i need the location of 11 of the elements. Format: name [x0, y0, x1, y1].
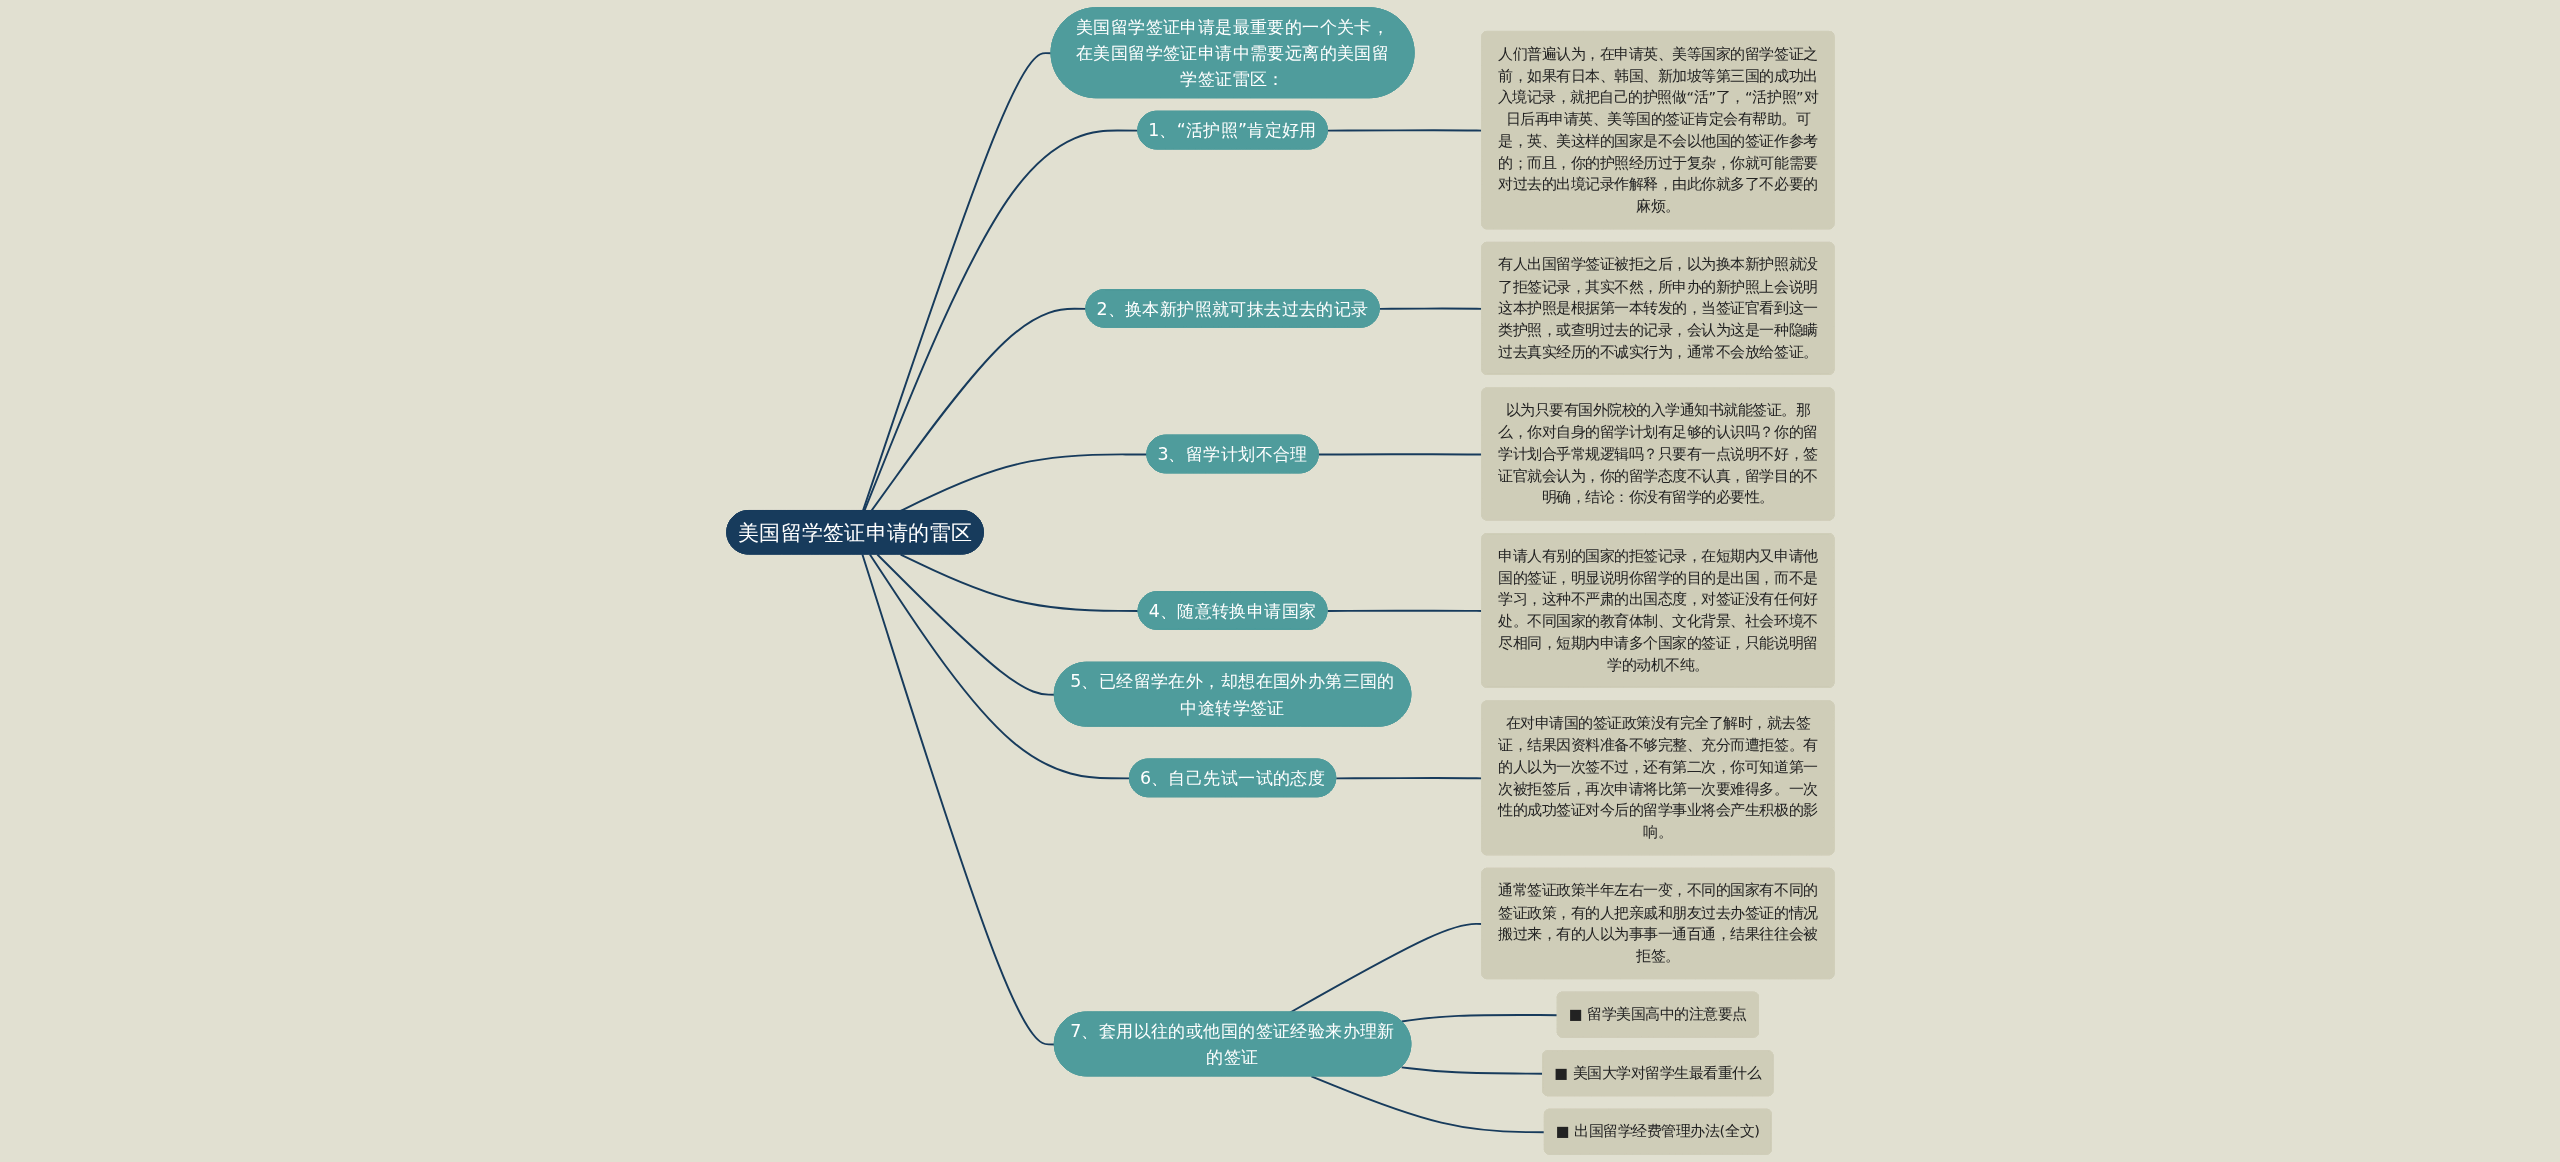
connector [1334, 777, 1483, 780]
connector [869, 307, 1087, 512]
connector [1400, 1066, 1544, 1075]
connector [1326, 609, 1483, 612]
connector [899, 453, 1148, 512]
connector [1378, 307, 1483, 310]
connector [1326, 129, 1483, 132]
connector [868, 553, 1131, 780]
connector [1317, 453, 1483, 456]
connector [1310, 1075, 1546, 1134]
connector [862, 129, 1139, 512]
